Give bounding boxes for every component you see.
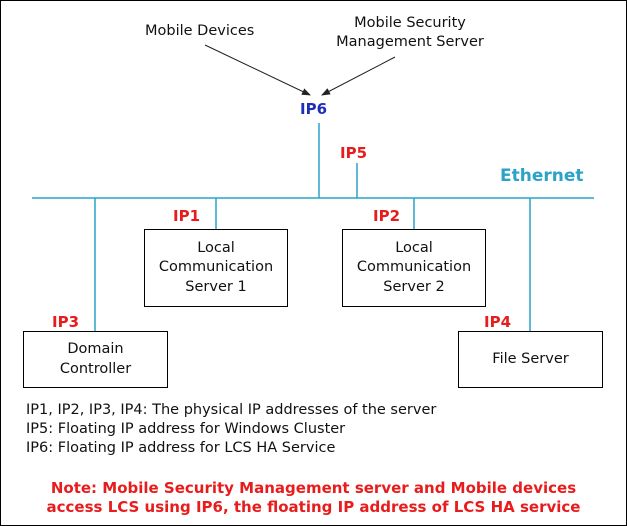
legend-line-3: IP6: Floating IP address for LCS HA Serv… — [26, 440, 336, 456]
dc-text: Domain Controller — [59, 340, 132, 377]
lcs1-text: Local Communication Server 1 — [158, 239, 274, 295]
local-communication-server-1: Local Communication Server 1 — [144, 229, 288, 307]
management-server-label: Mobile Security Management Server — [330, 14, 490, 52]
fs-text: File Server — [492, 350, 569, 367]
ip2-label: IP2 — [373, 207, 401, 225]
file-server: File Server — [458, 331, 603, 388]
lcs2-text: Local Communication Server 2 — [356, 239, 472, 295]
management-server-line2: Management Server — [336, 33, 484, 50]
management-server-line1: Mobile Security — [354, 15, 466, 31]
ethernet-label: Ethernet — [500, 166, 584, 186]
ip4-label: IP4 — [484, 313, 512, 331]
arrow-management-server — [321, 56, 396, 96]
domain-controller: Domain Controller — [23, 331, 168, 388]
local-communication-server-2: Local Communication Server 2 — [342, 229, 486, 307]
note-line-1: Note: Mobile Security Management server … — [50, 479, 577, 497]
note-line-2: access LCS using IP6, the floating IP ad… — [46, 498, 581, 516]
ip5-label: IP5 — [340, 144, 368, 162]
ip6-label: IP6 — [300, 100, 328, 118]
legend-line-2: IP5: Floating IP address for Windows Clu… — [26, 421, 346, 437]
arrow-mobile-devices — [204, 44, 311, 96]
mobile-devices-label: Mobile Devices — [145, 23, 255, 39]
ip1-label: IP1 — [173, 207, 201, 225]
ip3-label: IP3 — [52, 313, 80, 331]
legend-line-1: IP1, IP2, IP3, IP4: The physical IP addr… — [26, 402, 437, 418]
